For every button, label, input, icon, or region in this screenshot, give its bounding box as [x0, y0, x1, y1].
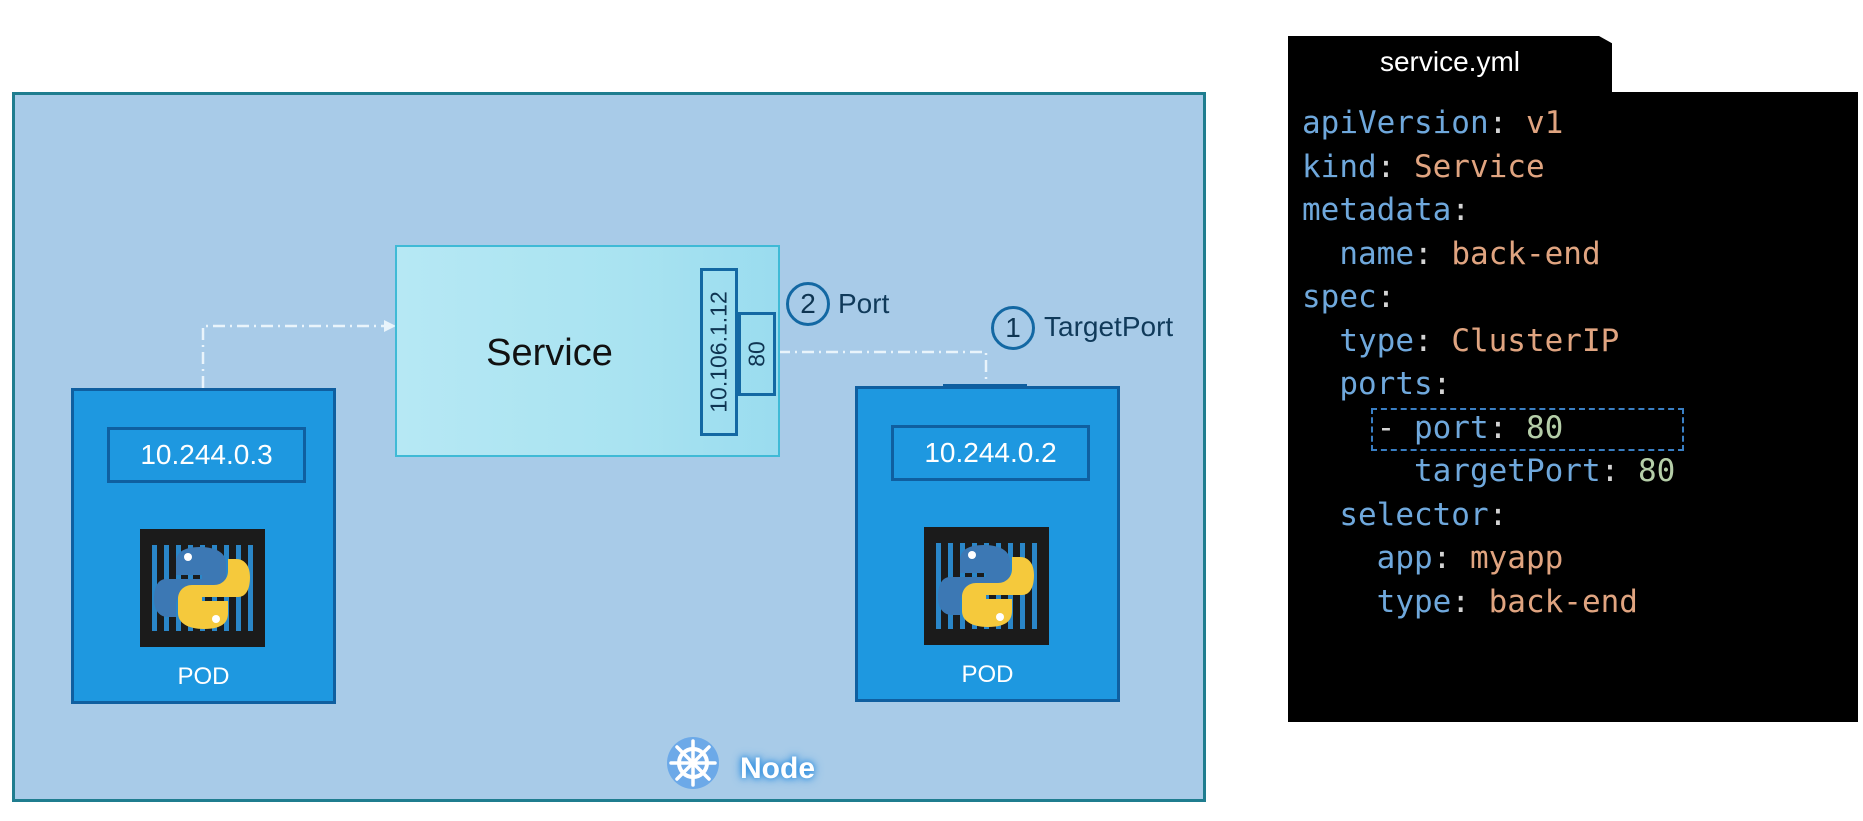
port-highlight-box	[1371, 408, 1684, 451]
pod-left: 10.244.0.3 POD	[71, 388, 336, 704]
pod-ip: 10.244.0.2	[891, 425, 1090, 481]
python-container-icon	[140, 529, 265, 647]
code-separator: :	[1413, 322, 1452, 359]
code-indent	[1302, 366, 1339, 402]
code-indent	[1302, 497, 1339, 533]
service-cluster-ip-text: 10.106.1.12	[705, 291, 732, 413]
service-to-pod-line	[778, 350, 988, 384]
service-label: Service	[486, 331, 613, 374]
code-line: spec:	[1302, 282, 1395, 313]
code-key: spec	[1302, 279, 1377, 315]
code-file-name: service.yml	[1379, 46, 1520, 77]
service-box: Service	[395, 245, 780, 457]
code-key: app	[1376, 540, 1433, 576]
code-line: type: ClusterIP	[1302, 322, 1620, 359]
arrow-head	[384, 320, 396, 332]
code-key: selector	[1339, 496, 1489, 533]
code-indent	[1302, 236, 1339, 272]
service-port-text: 80	[743, 341, 770, 367]
code-line: targetPort: 80	[1302, 456, 1675, 487]
code-panel	[1288, 92, 1858, 722]
target-port-annotation-label: TargetPort	[1044, 311, 1174, 342]
code-value: ClusterIP	[1451, 322, 1620, 359]
code-line: apiVersion: v1	[1302, 108, 1563, 139]
code-value: v1	[1525, 105, 1564, 141]
code-key: ports	[1339, 366, 1433, 402]
code-value: back-end	[1488, 583, 1638, 620]
service-cluster-ip: 10.106.1.12	[700, 268, 738, 436]
code-line: metadata:	[1302, 195, 1470, 226]
code-key: targetPort	[1413, 453, 1601, 489]
code-value: 80	[1637, 453, 1676, 489]
code-indent	[1302, 584, 1377, 620]
code-line: type: back-end	[1302, 583, 1638, 620]
code-separator: :	[1488, 409, 1526, 446]
code-line: app: myapp	[1302, 540, 1564, 576]
code-indent: -	[1302, 409, 1414, 446]
code-separator: :	[1413, 235, 1452, 272]
pod-right: 10.244.0.2 POD	[855, 386, 1120, 702]
kubernetes-helm-icon	[662, 732, 724, 794]
code-indent	[1302, 540, 1377, 576]
code-value: Service	[1413, 148, 1545, 185]
pod-ip: 10.244.0.3	[107, 427, 306, 483]
code-value: back-end	[1451, 235, 1601, 272]
code-key: type	[1339, 322, 1414, 359]
port-number-badge: 2	[786, 282, 830, 326]
code-separator: :	[1376, 148, 1414, 185]
code-line: ports:	[1302, 369, 1451, 400]
code-key: type	[1376, 583, 1452, 620]
code-separator: :	[1488, 105, 1526, 141]
code-separator: :	[1488, 496, 1508, 533]
pod-label: POD	[961, 661, 1014, 688]
code-separator: :	[1376, 279, 1396, 315]
service-port: 80	[738, 312, 776, 396]
code-value: 80	[1525, 409, 1564, 446]
code-separator: :	[1432, 366, 1452, 402]
code-key: metadata	[1302, 192, 1452, 228]
pod-to-service-arrow	[201, 324, 388, 388]
code-key: port	[1413, 409, 1489, 446]
code-indent	[1302, 453, 1414, 489]
code-file-tab	[1288, 36, 1612, 96]
code-line: kind: Service	[1302, 148, 1545, 185]
code-separator: :	[1451, 583, 1489, 620]
code-indent	[1302, 323, 1339, 359]
port-annotation-label: Port	[838, 288, 890, 319]
code-separator: :	[1451, 192, 1470, 228]
code-separator: :	[1600, 453, 1638, 489]
code-line: - port: 80	[1302, 409, 1564, 446]
code-key: apiVersion	[1302, 105, 1489, 141]
code-key: name	[1339, 235, 1414, 272]
node-label: Node	[740, 752, 815, 785]
code-separator: :	[1432, 540, 1470, 576]
python-container-icon	[924, 527, 1049, 645]
target-port-number-badge: 1	[991, 306, 1035, 350]
code-line: name: back-end	[1302, 235, 1601, 272]
code-value: myapp	[1469, 540, 1564, 576]
pod-label: POD	[177, 663, 230, 690]
code-line: selector:	[1302, 496, 1508, 533]
code-key: kind	[1302, 148, 1377, 185]
